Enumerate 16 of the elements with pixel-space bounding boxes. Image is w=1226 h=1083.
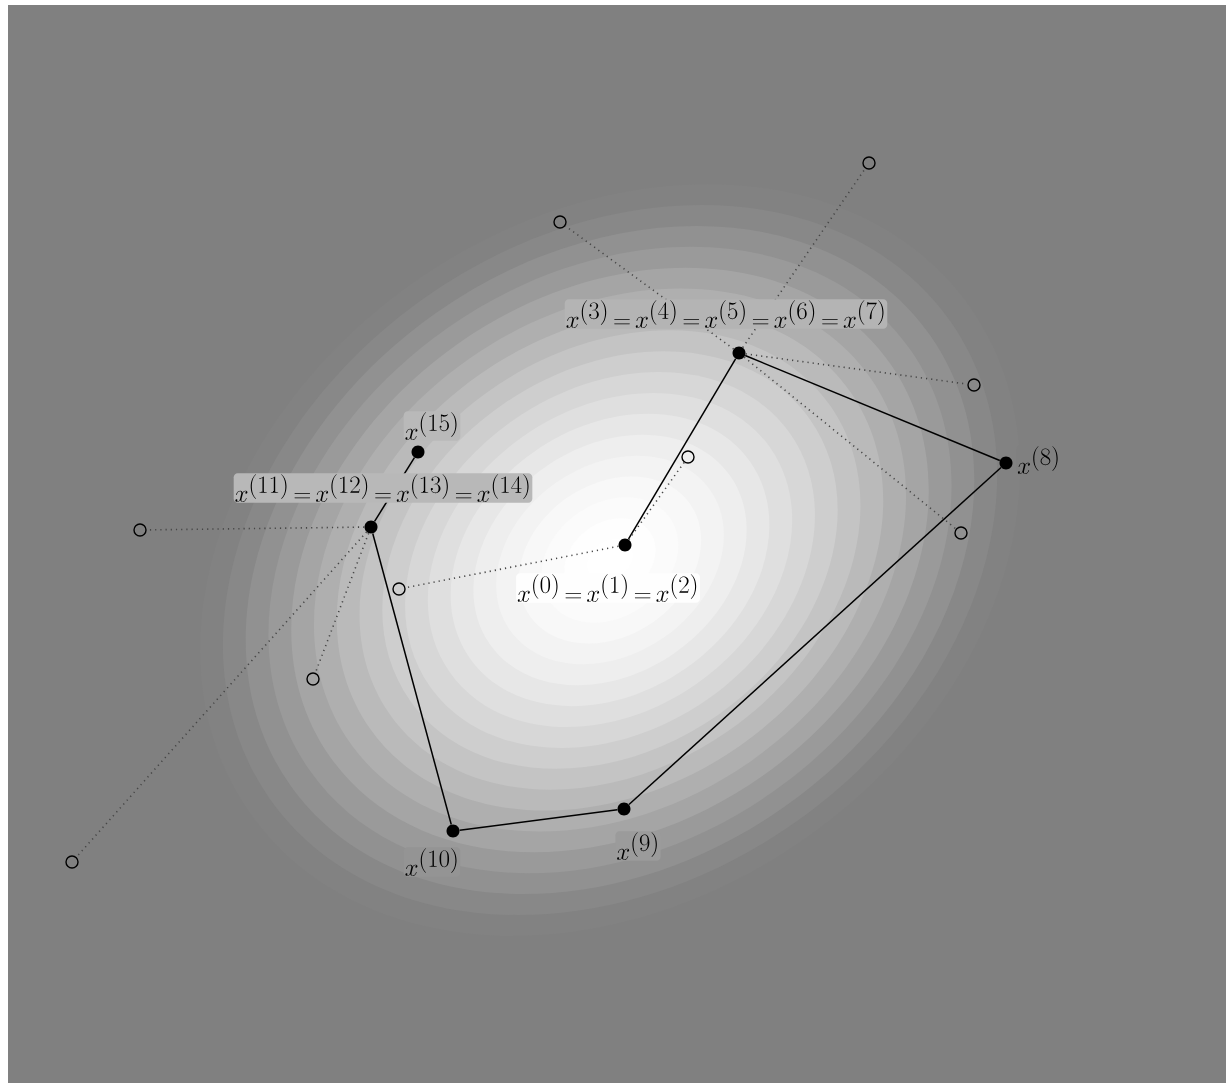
point-label: $x^{(8)}$	[1016, 445, 1062, 475]
line-segment	[372, 532, 452, 826]
line-segment	[744, 354, 1001, 462]
line-segment	[627, 358, 737, 540]
point-label: $x^{(9)}$	[615, 831, 661, 861]
point-label: $x^{(15)}$	[403, 411, 461, 441]
point-label: $x^{(0)}=x^{(1)}=x^{(2)}$	[516, 573, 700, 603]
point-label: $x^{(3)}=x^{(4)}=x^{(5)}=x^{(6)}=x^{(7)}$	[564, 299, 888, 329]
dotted-line	[628, 461, 685, 541]
dotted-line	[75, 531, 368, 858]
line-segment	[458, 809, 619, 831]
point-label: $x^{(11)}=x^{(12)}=x^{(13)}=x^{(14)}$	[233, 473, 533, 503]
dotted-line	[743, 356, 957, 530]
line-segment	[628, 466, 1002, 806]
dotted-line	[742, 167, 866, 349]
point-label: $x^{(10)}$	[403, 847, 461, 877]
